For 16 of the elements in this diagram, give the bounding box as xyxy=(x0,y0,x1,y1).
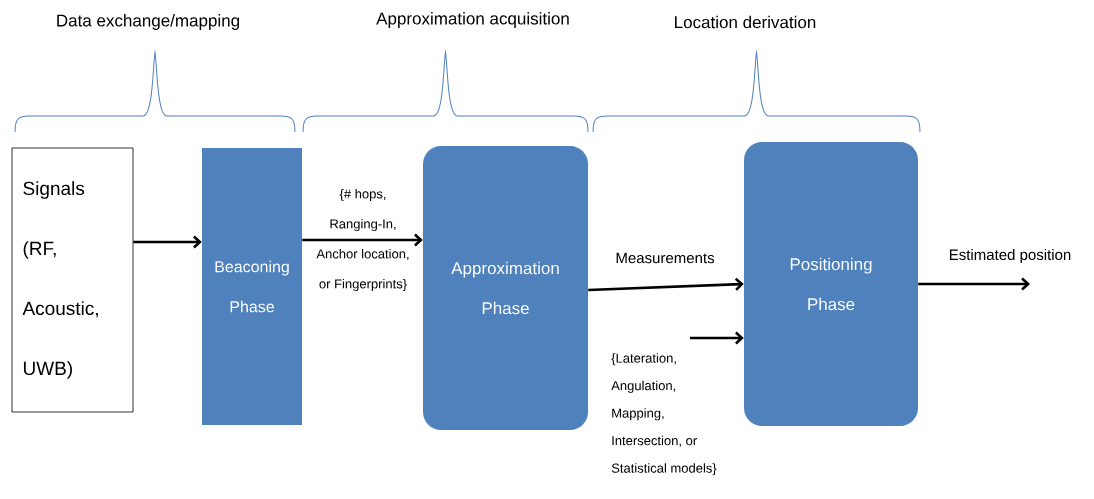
edge-label: Measurements xyxy=(616,252,715,264)
edge-label: {Lateration, Angulation, Mapping, Intersection, or Statistical models} xyxy=(611,353,717,476)
phase-box: Approximation Phase xyxy=(423,146,588,430)
signal-box: Signals (RF, Acoustic, UWB) xyxy=(11,147,134,413)
arrow xyxy=(302,233,423,247)
phase-heading: Location derivation xyxy=(675,15,816,29)
arrow xyxy=(918,277,1030,291)
edge-label: {# hops, Ranging-In, Anchor location, or Fingerprints} xyxy=(316,188,409,292)
phase-box: Positioning Phase xyxy=(744,142,918,426)
edge-label: Estimated position xyxy=(949,249,1071,263)
arrow xyxy=(133,235,202,249)
arrow xyxy=(588,277,744,292)
phase-heading: Approximation acquisition xyxy=(376,12,569,28)
phase-heading: Data exchange/mapping xyxy=(57,14,239,30)
phase-box: Beaconing Phase xyxy=(202,148,302,425)
arrow xyxy=(690,331,744,345)
